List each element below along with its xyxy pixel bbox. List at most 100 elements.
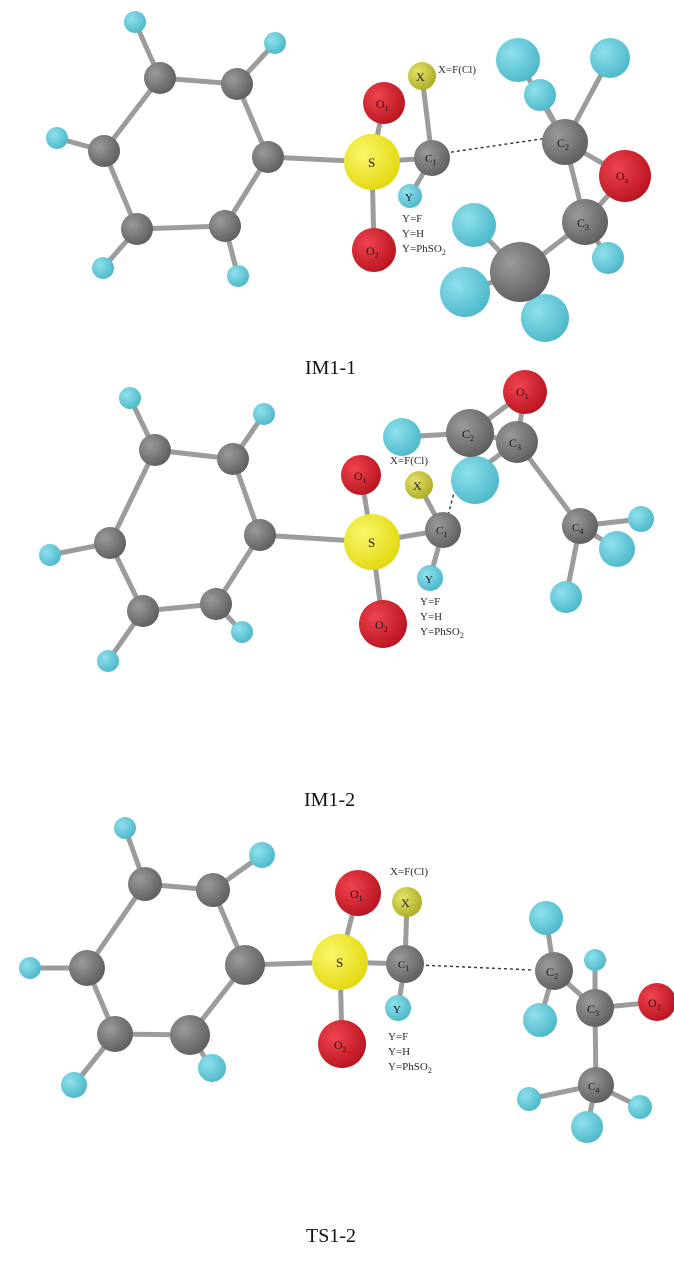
- carbon-atom: [196, 873, 230, 907]
- hydrogen-atom: [46, 127, 68, 149]
- hydrogen-atom: [523, 1003, 557, 1037]
- hydrogen-atom: [19, 957, 41, 979]
- oxygen-atom-o1: [341, 455, 381, 495]
- panel-caption: IM1-2: [304, 789, 355, 811]
- sulfur-label: S: [336, 955, 343, 970]
- svg-text:O3: O3: [648, 996, 661, 1012]
- carbon-atom: [88, 135, 120, 167]
- oxygen-atom-o1: [335, 870, 381, 916]
- substituent-atom-y: [398, 184, 422, 208]
- hydrogen-atom: [584, 949, 606, 971]
- oxygen-atom-o3: [638, 983, 674, 1021]
- hydrogen-atom: [628, 1095, 652, 1119]
- sulfur-label: S: [368, 155, 375, 170]
- hydrogen-atom: [521, 294, 569, 342]
- hydrogen-atom: [440, 267, 490, 317]
- x-note: X=F(Cl): [390, 866, 428, 878]
- carbon-atom: [209, 210, 241, 242]
- x-label: X: [413, 479, 422, 493]
- panel-caption: TS1-2: [306, 1225, 356, 1247]
- hydrogen-atom: [383, 418, 421, 456]
- carbon-atom-c4: [578, 1067, 614, 1103]
- panel-ts1-2: O1 O2 S X=F(Cl) X C1 Y Y=F Y=H Y=PhSO2 C…: [19, 817, 674, 1247]
- oxygen-atom-o2: [359, 600, 407, 648]
- hydrogen-atom: [97, 650, 119, 672]
- hydrogen-atom: [571, 1111, 603, 1143]
- carbon-atom: [225, 945, 265, 985]
- carbon-atom-c2: [542, 119, 588, 165]
- sulfur-atom: [344, 514, 400, 570]
- substituent-atom-y: [417, 565, 443, 591]
- hydrogen-atom: [599, 531, 635, 567]
- hydrogen-atom: [119, 387, 141, 409]
- hydrogen-atom: [264, 32, 286, 54]
- sulfur-atom: [344, 134, 400, 190]
- carbon-atom-c1: [386, 945, 424, 983]
- svg-text:C2: C2: [462, 427, 474, 443]
- carbon-atom: [69, 950, 105, 986]
- oxygen-atom-o1-epoxide: [503, 370, 547, 414]
- carbon-atom: [139, 434, 171, 466]
- x-label: X: [401, 896, 410, 910]
- forming-bond-dashed: [444, 137, 549, 154]
- carbon-atom: [244, 519, 276, 551]
- substituent-atom-y: [385, 995, 411, 1021]
- carbon-atom-methyl: [490, 242, 550, 302]
- carbon-atom: [144, 62, 176, 94]
- panel-caption: IM1-1: [305, 357, 356, 379]
- carbon-atom-c3: [496, 421, 538, 463]
- svg-text:O1: O1: [350, 887, 363, 903]
- y-note-h: Y=H: [388, 1046, 410, 1058]
- halogen-atom-x: [405, 471, 433, 499]
- svg-text:C2: C2: [546, 965, 558, 981]
- svg-text:O2: O2: [334, 1038, 347, 1054]
- carbon-atom-c1: [414, 140, 450, 176]
- y-note-phso2: Y=PhSO2: [420, 626, 464, 640]
- svg-text:C4: C4: [588, 1081, 599, 1095]
- hydrogen-atom: [529, 901, 563, 935]
- svg-text:C2: C2: [557, 136, 569, 152]
- hydrogen-atom: [249, 842, 275, 868]
- svg-text:O2: O2: [366, 244, 379, 260]
- hydrogen-atom: [496, 38, 540, 82]
- y-label: Y: [393, 1004, 401, 1016]
- hydrogen-atom: [628, 506, 654, 532]
- carbon-atom: [127, 595, 159, 627]
- carbon-atom-c3: [576, 989, 614, 1027]
- x-label: X: [416, 70, 425, 84]
- y-note-f: Y=F: [402, 213, 422, 225]
- svg-text:O1: O1: [376, 97, 389, 113]
- oxygen-atom-o2: [352, 228, 396, 272]
- hydrogen-atom: [231, 621, 253, 643]
- y-label: Y: [405, 192, 413, 204]
- y-label: Y: [425, 574, 433, 586]
- oxygen-atom-o2: [318, 1020, 366, 1068]
- hydrogen-atom: [253, 403, 275, 425]
- svg-text:C3: C3: [577, 216, 589, 232]
- hydrogen-atom: [198, 1054, 226, 1082]
- svg-text:C3: C3: [509, 436, 521, 452]
- carbon-atom: [252, 141, 284, 173]
- carbon-atom: [94, 527, 126, 559]
- hydrogen-atom: [451, 456, 499, 504]
- hydrogen-atom: [114, 817, 136, 839]
- carbon-atom: [97, 1016, 133, 1052]
- halogen-atom-x: [392, 887, 422, 917]
- svg-text:Oa: Oa: [616, 169, 629, 185]
- svg-text:C1: C1: [425, 153, 436, 167]
- hydrogen-atom: [39, 544, 61, 566]
- hydrogen-atom: [590, 38, 630, 78]
- carbon-atom-c1: [425, 512, 461, 548]
- halogen-atom-x: [408, 62, 436, 90]
- panel-im1-1: O1 O2 S X X=F(Cl) C1 Y Y=F Y=H Y=PhSO2 O…: [46, 11, 651, 379]
- carbon-atom: [200, 588, 232, 620]
- hydrogen-atom: [592, 242, 624, 274]
- hydrogen-atom: [550, 581, 582, 613]
- x-note: X=F(Cl): [438, 64, 476, 76]
- y-note-f: Y=F: [420, 596, 440, 608]
- y-note-phso2: Y=PhSO2: [388, 1061, 432, 1075]
- carbon-atom: [170, 1015, 210, 1055]
- svg-text:C1: C1: [436, 525, 447, 539]
- carbon-atom-c3: [562, 199, 608, 245]
